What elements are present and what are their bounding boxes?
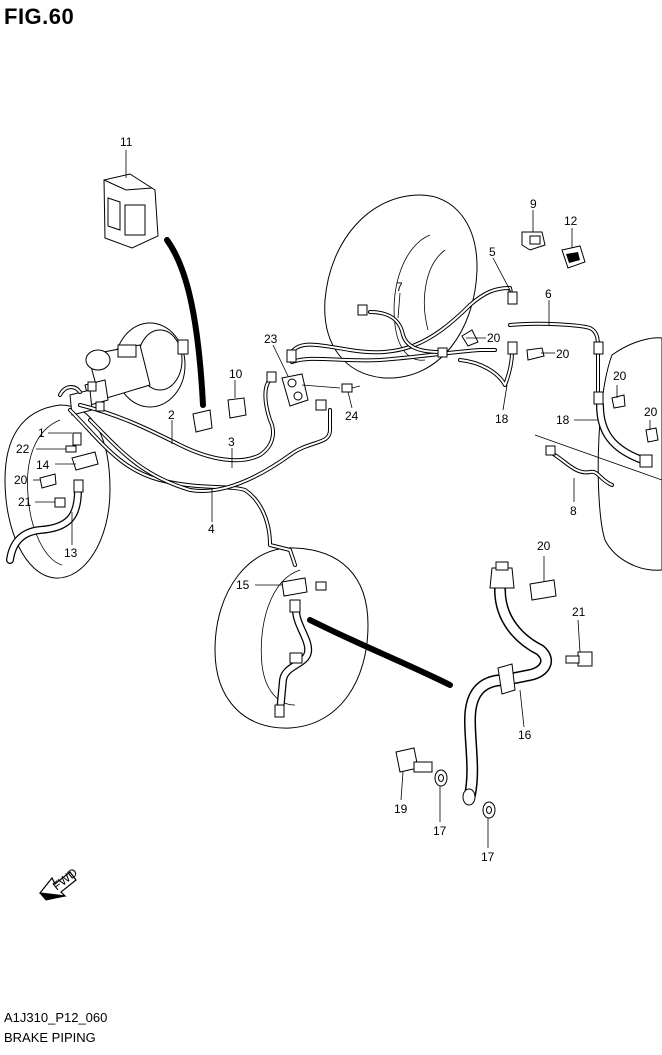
callout-4: 4 [208, 522, 215, 536]
bracket-part-11 [103, 173, 159, 249]
callout-13: 13 [64, 546, 78, 560]
callout-3: 3 [228, 435, 235, 449]
callout-20: 20 [14, 473, 28, 487]
callout-10: 10 [229, 367, 243, 381]
callout-17: 17 [481, 850, 495, 864]
callout-21: 21 [572, 605, 586, 619]
brake-pipe-6 [508, 321, 600, 397]
callout-21: 21 [18, 495, 32, 509]
callout-18: 18 [556, 413, 570, 427]
callout-12: 12 [564, 214, 578, 228]
callout-15: 15 [236, 578, 250, 592]
callout-9: 9 [530, 197, 537, 211]
callout-14: 14 [36, 458, 50, 472]
brake-hose-16 [462, 561, 553, 806]
brake-hose-13-left [6, 486, 82, 564]
callout-20: 20 [613, 369, 627, 383]
small-parts [39, 231, 659, 819]
callout-18: 18 [495, 412, 509, 426]
callout-19: 19 [394, 802, 408, 816]
brake-hose-front-right [276, 606, 313, 716]
brake-pipe-8 [548, 450, 614, 487]
callout-2: 2 [168, 408, 175, 422]
figure-title: FIG.60 [4, 4, 75, 29]
callout-20: 20 [556, 347, 570, 361]
leader-arrow-11 [164, 237, 206, 408]
callout-23: 23 [264, 332, 278, 346]
callout-20: 20 [487, 331, 501, 345]
callout-8: 8 [570, 504, 577, 518]
master-cylinder-booster [69, 322, 189, 416]
brake-hose-18-right [596, 401, 652, 466]
callout-6: 6 [545, 287, 552, 301]
callout-22: 22 [16, 442, 30, 456]
callout-24: 24 [345, 409, 359, 423]
callout-1: 1 [38, 426, 45, 440]
callout-20: 20 [537, 539, 551, 553]
callout-17: 17 [433, 824, 447, 838]
callout-16: 16 [518, 728, 532, 742]
fwd-arrow-icon: FWD [38, 865, 80, 901]
callout-5: 5 [489, 245, 496, 259]
callout-7: 7 [396, 280, 403, 294]
callout-11: 11 [120, 135, 133, 149]
front-left-wheel [4, 404, 111, 579]
leader-arrow-16 [307, 617, 453, 688]
figure-code: A1J310_P12_060 [4, 1010, 108, 1025]
callout-20: 20 [644, 405, 658, 419]
brake-pipe-2-3-4 [58, 376, 332, 567]
callout-labels: 11 9 12 5 7 6 23 20 20 10 20 20 2 24 18 … [14, 135, 658, 864]
brake-hose-18-center [458, 350, 514, 387]
leader-lines [33, 150, 651, 848]
brake-pipe-5-7 [290, 286, 514, 364]
figure-name: BRAKE PIPING [4, 1030, 96, 1045]
